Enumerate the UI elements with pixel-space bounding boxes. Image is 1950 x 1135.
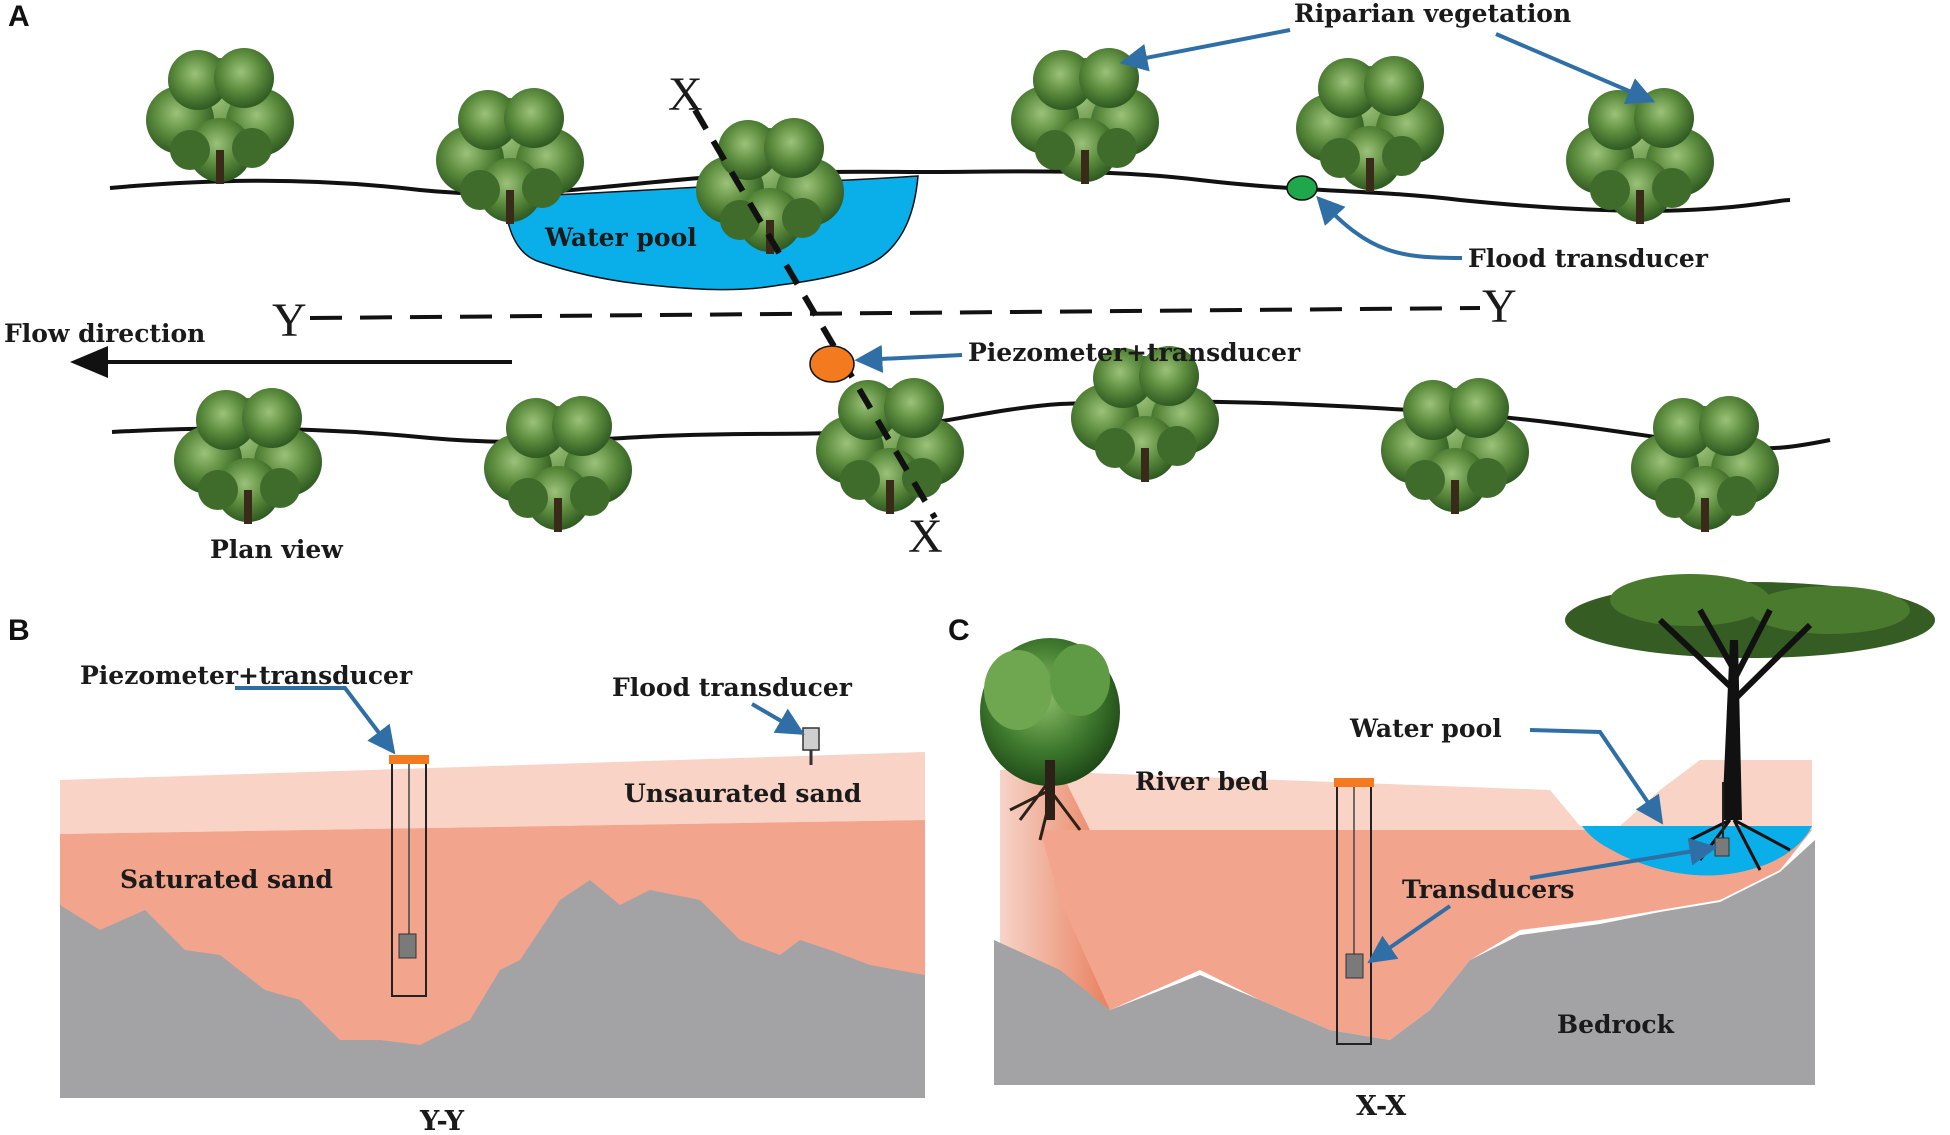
- section-yy-panel: B Piezometer+transducer Flood transducer…: [8, 614, 925, 1135]
- arrow-icon: [1529, 728, 1664, 825]
- xx-caption: X-X: [1356, 1091, 1406, 1122]
- tree-icon: [1566, 88, 1714, 224]
- plan-view-panel: A X X Y Y Flow direction Wate: [4, 0, 1831, 564]
- arrow-icon: [1495, 32, 1656, 105]
- tree-icon: [1381, 378, 1529, 514]
- x-label-top: X: [668, 68, 703, 121]
- tree-icon: [1011, 48, 1159, 184]
- unsaturated-sand-layer-xx: [1008, 760, 1812, 830]
- arrow-icon: [70, 346, 108, 378]
- tree-icon: [174, 388, 322, 524]
- flow-direction-label: Flow direction: [4, 319, 205, 348]
- panel-letter-a: A: [8, 0, 30, 33]
- transducers-label: Transducers: [1402, 875, 1574, 904]
- flood-transducer-label-yy: Flood transducer: [612, 673, 853, 702]
- arrow-icon: [1316, 195, 1463, 260]
- tree-icon: [1296, 56, 1444, 192]
- unsaturated-sand-label: Unsaurated sand: [624, 779, 861, 808]
- arrow-icon: [235, 686, 396, 755]
- river-bed-label: River bed: [1135, 767, 1268, 796]
- piezometer-marker: [809, 345, 855, 383]
- tree-icon: [1631, 396, 1779, 532]
- panel-letter-b: B: [8, 614, 30, 647]
- transducer-icon: [398, 933, 417, 959]
- piezometer-label: Piezometer+transducer: [968, 338, 1301, 367]
- flood-transducer-label: Flood transducer: [1468, 244, 1709, 273]
- panel-letter-c: C: [948, 614, 970, 647]
- piezometer-icon: [389, 755, 429, 764]
- y-label-right: Y: [1482, 280, 1517, 333]
- upper-bank-line: [109, 169, 1791, 213]
- x-label-bottom: X: [908, 510, 943, 563]
- water-pool-label-xx: Water pool: [1349, 714, 1502, 743]
- water-pool-label: Water pool: [544, 223, 697, 252]
- arrow-icon: [750, 702, 805, 735]
- piezometer-icon: [1334, 778, 1374, 787]
- yy-caption: Y-Y: [419, 1106, 465, 1135]
- arrow-icon: [1529, 837, 1718, 880]
- saturated-sand-label: Saturated sand: [120, 865, 333, 894]
- piezometer-label-yy: Piezometer+transducer: [80, 661, 413, 690]
- lower-bank-line: [111, 399, 1831, 451]
- riparian-label: Riparian vegetation: [1294, 0, 1571, 28]
- transducer-icon: [1714, 837, 1730, 857]
- tree-icon: [484, 396, 632, 532]
- tree-icon: [980, 638, 1120, 841]
- arrow-icon: [1367, 904, 1452, 964]
- tree-icon: [816, 378, 964, 514]
- transducer-icon: [1345, 953, 1364, 979]
- bedrock-label: Bedrock: [1557, 1010, 1675, 1039]
- saturated-sand-layer-xx: [1040, 830, 1812, 1040]
- unsaturated-sand-layer-yy: [60, 752, 925, 834]
- flood-transducer-marker: [1286, 175, 1318, 201]
- bedrock-layer-yy: [60, 880, 925, 1098]
- plan-view-label: Plan view: [210, 535, 344, 564]
- arrow-icon: [1119, 28, 1291, 72]
- tree-icon: [1565, 574, 1935, 871]
- section-line-y: [309, 306, 1481, 320]
- section-xx-panel: C: [948, 574, 1935, 1122]
- y-label-left: Y: [272, 294, 307, 347]
- arrow-icon: [854, 344, 963, 373]
- transducer-icon: [802, 727, 820, 751]
- tree-icon: [146, 48, 294, 184]
- bedrock-layer-xx: [994, 840, 1815, 1085]
